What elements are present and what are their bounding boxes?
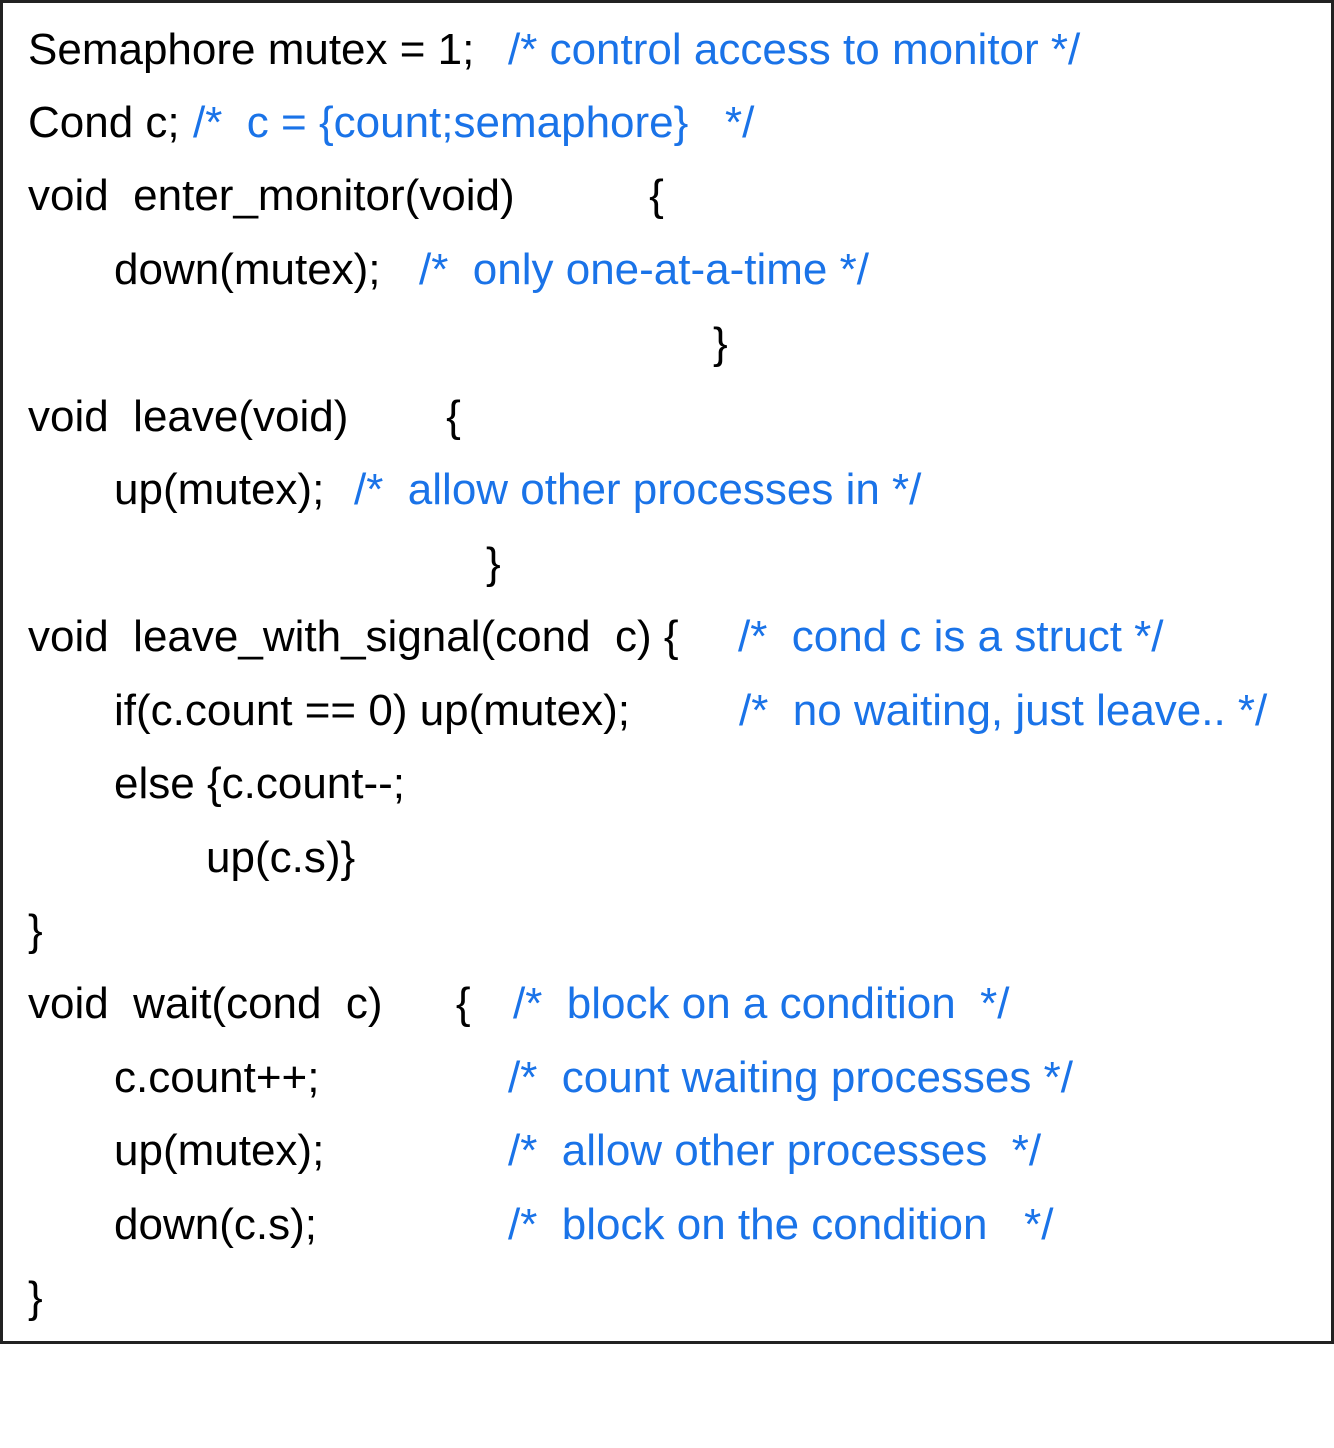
code-comment: /* block on the condition */	[508, 1200, 1054, 1249]
code-line-18: }	[28, 1268, 77, 1328]
code-line-1: Semaphore mutex = 1; /* control access t…	[28, 20, 1080, 80]
code-comment: /* only one-at-a-time */	[419, 245, 869, 294]
code-line-6: void leave(void) {	[28, 387, 461, 447]
code-line-3: void enter_monitor(void) {	[28, 166, 664, 226]
code-text: c.count++;	[114, 1053, 320, 1102]
code-line-15: c.count++; /* count waiting processes */	[114, 1048, 1073, 1108]
code-line-4: down(mutex); /* only one-at-a-time */	[114, 240, 869, 300]
code-line-9: void leave_with_signal(cond c) { /* cond…	[28, 607, 1164, 667]
code-text: Cond c;	[28, 98, 180, 147]
code-line-12: up(c.s)}	[206, 828, 355, 888]
code-line-10: if(c.count == 0) up(mutex); /* no waitin…	[114, 681, 1267, 741]
code-text: up(mutex);	[114, 1126, 325, 1175]
code-line-2: Cond c; /* c = {count;semaphore} */	[28, 93, 754, 153]
code-line-7: up(mutex); /* allow other processes in *…	[114, 460, 921, 520]
code-listing-frame: Semaphore mutex = 1; /* control access t…	[0, 0, 1334, 1344]
code-text: if(c.count == 0) up(mutex);	[114, 686, 630, 735]
code-text: void wait(cond c) {	[28, 979, 471, 1028]
code-comment: /* c = {count;semaphore} */	[193, 98, 755, 147]
code-line-5: }	[713, 314, 762, 374]
code-text: down(c.s);	[114, 1200, 317, 1249]
code-text: }	[713, 319, 728, 368]
code-line-17: down(c.s); /* block on the condition */	[114, 1195, 1053, 1255]
code-text: void leave_with_signal(cond c) {	[28, 612, 679, 661]
code-comment: /* cond c is a struct */	[738, 612, 1164, 661]
code-text: void enter_monitor(void) {	[28, 171, 664, 220]
code-text: }	[28, 1273, 43, 1322]
code-line-16: up(mutex); /* allow other processes */	[114, 1121, 1041, 1181]
code-text: void leave(void) {	[28, 392, 461, 441]
code-text: down(mutex);	[114, 245, 381, 294]
code-line-14: void wait(cond c) { /* block on a condit…	[28, 974, 1010, 1034]
code-line-8: }	[486, 534, 535, 594]
code-text: up(mutex);	[114, 465, 325, 514]
code-comment: /* allow other processes in */	[354, 465, 922, 514]
code-line-13: }	[28, 901, 77, 961]
code-comment: /* allow other processes */	[508, 1126, 1042, 1175]
code-comment: /* no waiting, just leave.. */	[739, 686, 1268, 735]
code-text: else {c.count--;	[114, 759, 406, 808]
code-text: up(c.s)}	[206, 833, 356, 882]
code-comment: /* count waiting processes */	[508, 1053, 1073, 1102]
code-line-11: else {c.count--;	[114, 754, 405, 814]
code-comment: /* block on a condition */	[513, 979, 1010, 1028]
code-text: }	[486, 539, 501, 588]
code-text: Semaphore mutex = 1;	[28, 25, 475, 74]
code-text: }	[28, 906, 43, 955]
code-comment: /* control access to monitor */	[508, 25, 1081, 74]
